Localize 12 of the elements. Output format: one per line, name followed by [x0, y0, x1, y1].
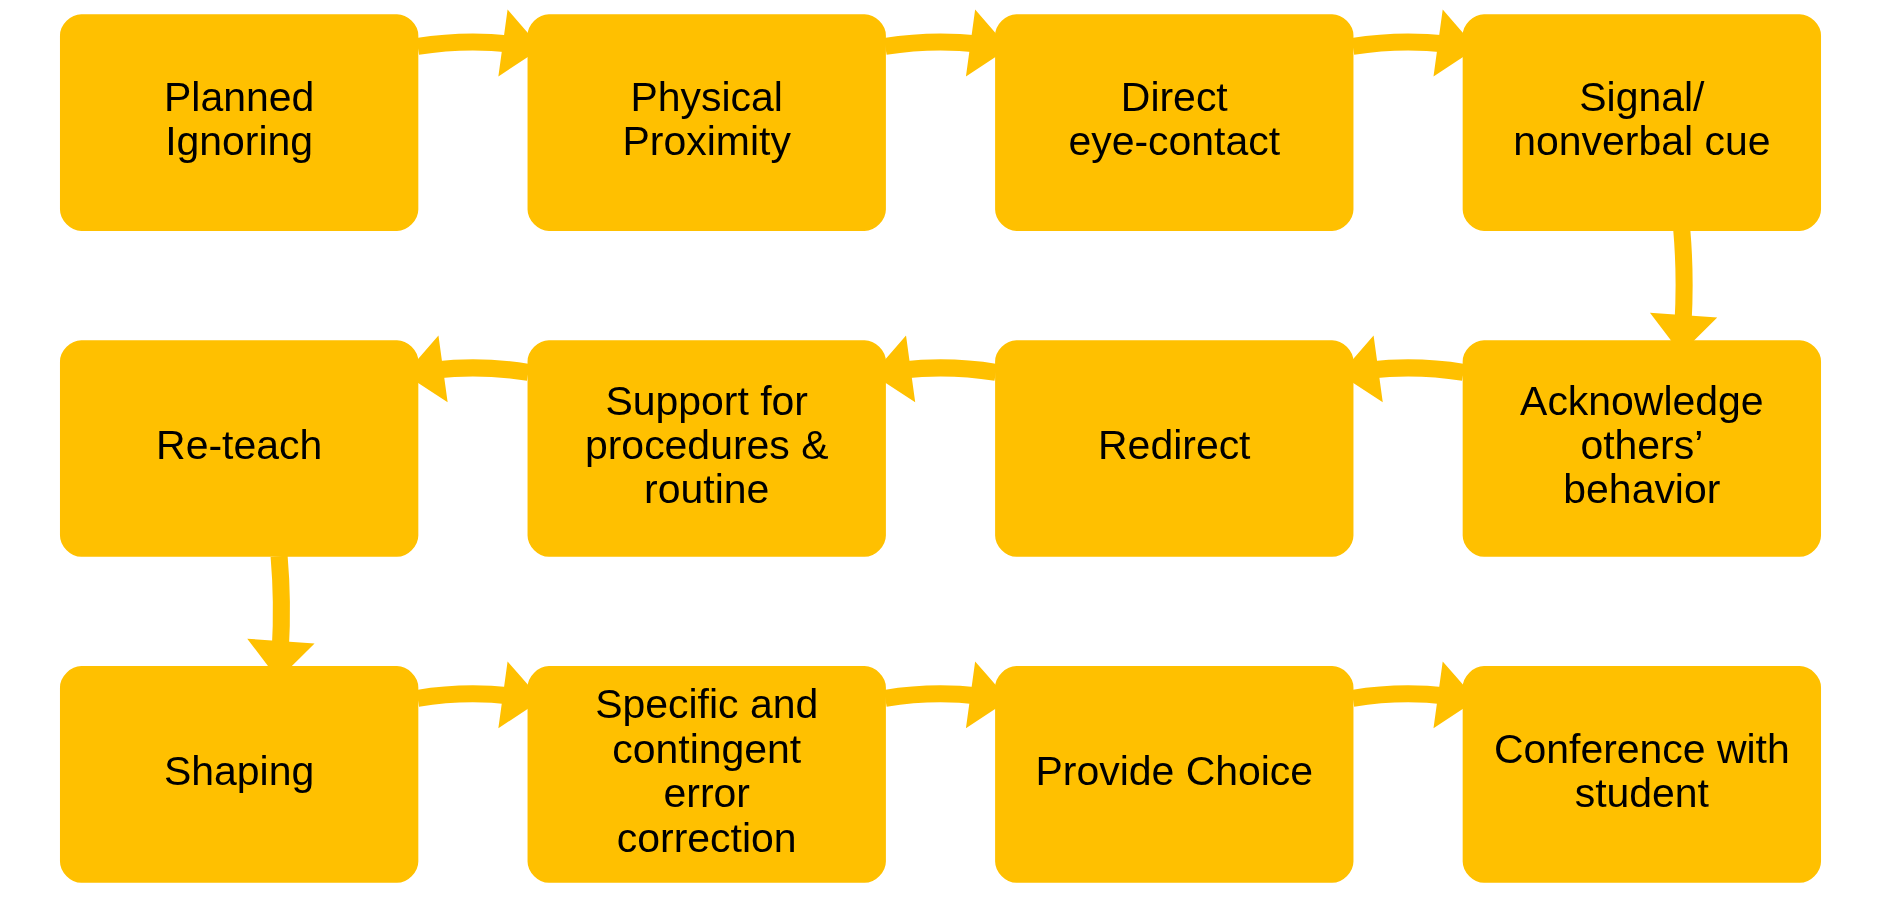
node-box: Redirect [994, 340, 1353, 557]
node-box: Shaping [59, 666, 418, 883]
node-box: Conference with student [1462, 666, 1821, 883]
node-box: Direct eye-contact [994, 14, 1353, 231]
node-box: Provide Choice [994, 666, 1353, 883]
node-box: Support for procedures & routine [527, 340, 886, 557]
node-box: Acknowledge others’ behavior [1462, 340, 1821, 557]
node-box: Planned Ignoring [59, 14, 418, 231]
node-box: Re-teach [59, 340, 418, 557]
node-box: Signal/ nonverbal cue [1462, 14, 1821, 231]
node-box: Physical Proximity [527, 14, 886, 231]
node-box: Specific and contingent error correction [527, 666, 886, 883]
